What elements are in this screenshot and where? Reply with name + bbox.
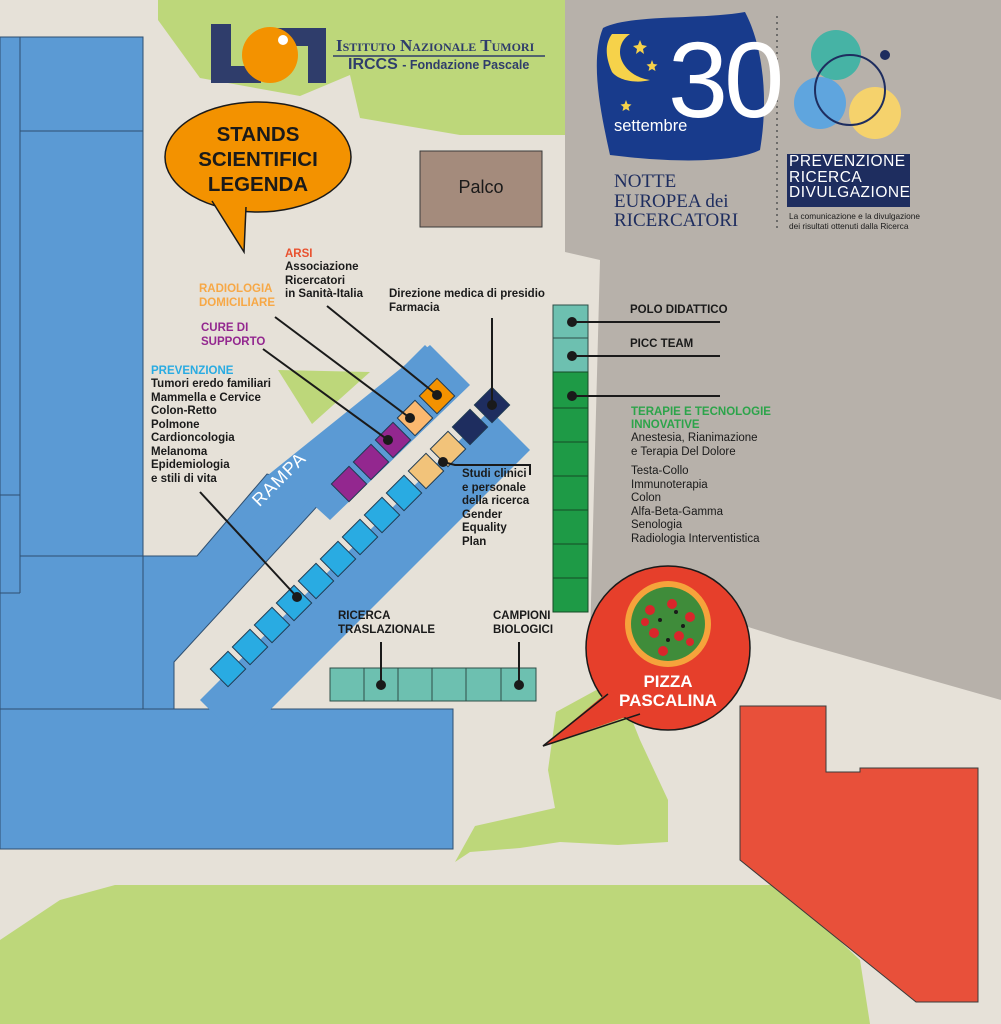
lawn-pizza bbox=[455, 688, 668, 862]
logo-subtitle: IRCCS - Fondazione Pascale bbox=[348, 56, 529, 74]
legend-bubble bbox=[164, 101, 352, 255]
logo-title: Istituto Nazionale Tumori bbox=[336, 36, 535, 55]
theme-box bbox=[787, 154, 910, 207]
stand-picc-team: PICC TEAM bbox=[630, 338, 694, 350]
stand-cell-prev-7 bbox=[253, 606, 291, 644]
stand-cell-prev-1 bbox=[385, 474, 423, 512]
stand-polo-didattico: POLO DIDATTICO bbox=[630, 304, 728, 316]
stand-cell-studi-1 bbox=[429, 430, 467, 468]
building-bottom bbox=[0, 708, 454, 850]
leader-lines bbox=[199, 305, 720, 685]
lawn-ramp-triangle bbox=[278, 370, 370, 424]
stand-cure-supporto: CURE DI SUPPORTO bbox=[201, 322, 266, 348]
stand-cell-prev-6 bbox=[275, 584, 313, 622]
event-number: 30 bbox=[668, 19, 784, 140]
ramp-stand-cells bbox=[209, 377, 511, 688]
stand-cell-studi-2 bbox=[407, 452, 445, 490]
ramp-upper bbox=[268, 345, 470, 520]
event-date-label: settembre bbox=[614, 117, 688, 135]
stage-label: Palco bbox=[458, 177, 504, 197]
logo-fondazione: - Fondazione Pascale bbox=[402, 58, 530, 72]
stand-terapie-tecnologie: TERAPIE E TECNOLOGIE INNOVATIVE Anestesi… bbox=[631, 406, 771, 545]
stand-cell-prev-4 bbox=[319, 540, 357, 578]
event-badge bbox=[596, 12, 765, 161]
leader-dots bbox=[292, 317, 577, 690]
stand-cell-prev-8 bbox=[231, 628, 269, 666]
stage-box bbox=[419, 150, 543, 228]
theme-caption: La comunicazione e la divulgazione dei r… bbox=[789, 211, 920, 231]
ramp-lower bbox=[200, 410, 530, 740]
stand-radiologia: RADIOLOGIA DOMICILIARE bbox=[199, 283, 276, 309]
stand-prevenzione: PREVENZIONE Tumori eredo familiari Mamme… bbox=[151, 365, 271, 485]
building-left bbox=[0, 36, 144, 710]
star-icon bbox=[633, 40, 647, 54]
event-night-title: NOTTE EUROPEA dei RICERCATORI bbox=[614, 171, 739, 231]
logo-irccs: IRCCS bbox=[348, 56, 398, 73]
legend-title: STANDS SCIENTIFICI LEGENDA bbox=[198, 123, 318, 196]
stand-cell-cure-2 bbox=[352, 443, 390, 481]
moon-icon bbox=[606, 34, 650, 82]
stand-cell-direzione-2 bbox=[451, 408, 489, 446]
stand-arsi: ARSI Associazione Ricercatori in Sanità-… bbox=[285, 248, 363, 300]
red-building bbox=[739, 705, 979, 1003]
pizza-title: PIZZA PASCALINA bbox=[619, 672, 717, 710]
stand-direzione-medica: Direzione medica di presidio Farmacia bbox=[389, 288, 545, 314]
theme-title: PREVENZIONE RICERCA DIVULGAZIONE bbox=[789, 153, 911, 201]
stand-cell-prev-2 bbox=[363, 496, 401, 534]
horizontal-stand-row bbox=[329, 667, 537, 702]
stand-cell-prev-9 bbox=[209, 650, 247, 688]
stand-cell-prev-5 bbox=[297, 562, 335, 600]
int-logo-icon bbox=[211, 24, 326, 83]
pizza-bubble bbox=[542, 565, 751, 747]
lawn-bottom bbox=[0, 885, 870, 1024]
theme-circles-icon bbox=[794, 30, 901, 139]
stand-cell-prev-3 bbox=[341, 518, 379, 556]
stand-ricerca-traslazionale: RICERCA TRASLAZIONALE bbox=[338, 610, 436, 636]
vertical-stand-column bbox=[552, 304, 589, 613]
stand-studi-clinici: Studi clinici e personale della ricerca … bbox=[462, 468, 530, 548]
stand-campioni-biologici: CAMPIONI BIOLOGICI bbox=[493, 610, 554, 636]
stand-cell-cure-3 bbox=[330, 465, 368, 503]
